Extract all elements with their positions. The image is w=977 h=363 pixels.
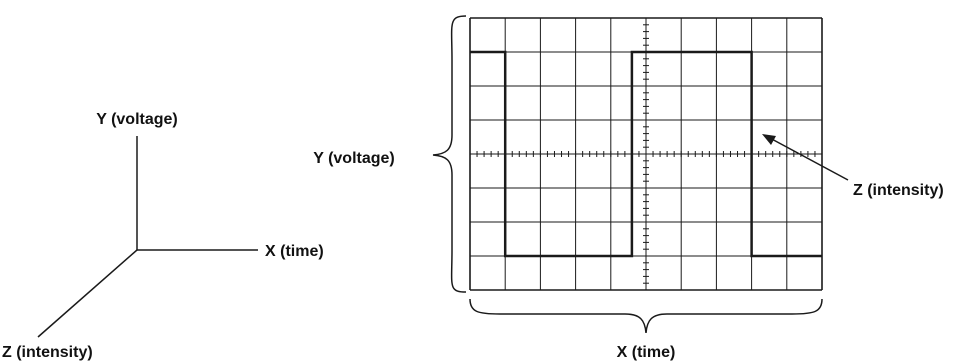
bottom-brace [469,298,823,334]
scope-x-label: X (time) [617,344,676,361]
axes-y-label: Y (voltage) [96,111,178,128]
z-axis-line [37,249,138,338]
center-axis-ticks [469,17,823,291]
scope-figure: Y (voltage) X (time) Z (intensity) [313,15,944,361]
left-brace [432,15,467,293]
axes-z-label: Z (intensity) [2,344,93,361]
scope-z-label: Z (intensity) [853,182,944,199]
square-waveform [470,50,822,258]
axes-figure: Y (voltage) X (time) Z (intensity) [2,111,324,361]
intensity-pointer-arrowhead [762,134,776,145]
scope-y-label: Y (voltage) [313,150,395,167]
intensity-pointer-line [767,136,849,181]
axes-x-label: X (time) [265,243,324,260]
